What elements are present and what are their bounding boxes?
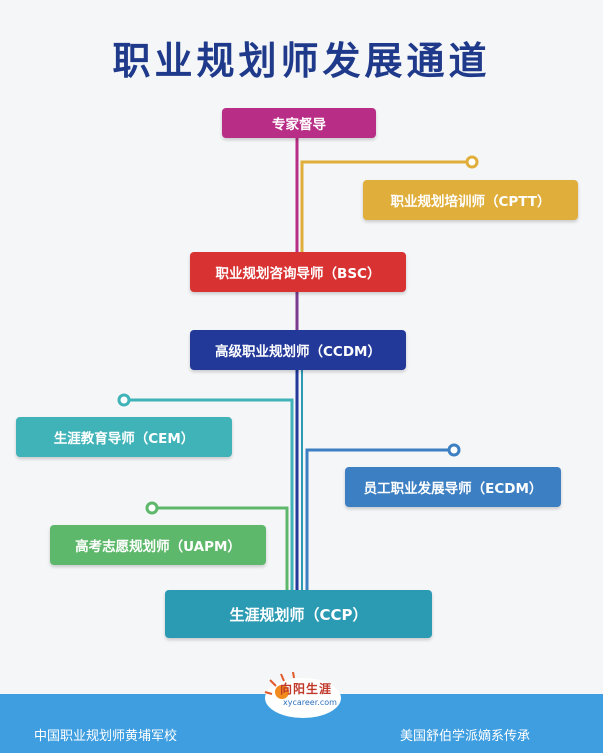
footer-left-text: 中国职业规划师黄埔军校 <box>34 729 178 744</box>
logo-url: xycareer.com <box>283 698 337 707</box>
node-uapm: 高考志愿规划师（UAPM） <box>50 525 266 565</box>
branch-ecdm-dot <box>447 443 461 457</box>
page-title: 职业规划师发展通道 <box>112 39 491 83</box>
branch-ecdm <box>305 448 450 595</box>
node-bsc: 职业规划咨询导师（BSC） <box>190 252 406 292</box>
branch-uapm-dot <box>145 501 159 515</box>
logo-text: 向阳生涯 <box>280 682 333 696</box>
node-ccdm: 高级职业规划师（CCDM） <box>190 330 406 370</box>
node-cptt: 职业规划培训师（CPTT） <box>363 180 578 220</box>
node-supervisor: 专家督导 <box>222 108 376 138</box>
branch-cem-dot <box>117 393 131 407</box>
node-ecdm: 员工职业发展导师（ECDM） <box>345 467 561 507</box>
node-ccp: 生涯规划师（CCP） <box>165 590 432 638</box>
branch-cptt <box>300 160 468 270</box>
branch-uapm <box>156 506 289 595</box>
branch-cptt-dot <box>465 155 479 169</box>
node-cem: 生涯教育导师（CEM） <box>16 417 232 457</box>
branch-cem <box>128 398 294 595</box>
sun-logo-icon <box>264 672 341 718</box>
footer-right-text: 美国舒伯学派嫡系传承 <box>400 729 531 744</box>
